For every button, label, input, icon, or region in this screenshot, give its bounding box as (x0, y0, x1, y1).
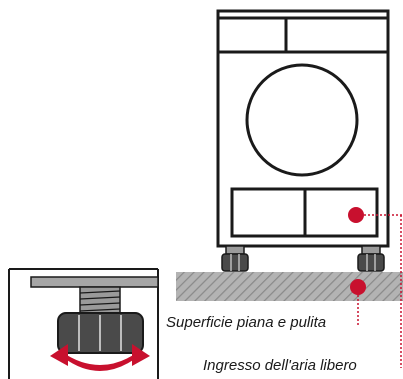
rotation-arrow-icon (50, 344, 150, 371)
dryer-foot-left (221, 245, 249, 272)
callout-dot-floor (350, 279, 366, 295)
threaded-rod (79, 286, 121, 314)
label-flat-clean-surface: Superficie piana e pulita (164, 314, 329, 332)
callout-dot-air-inlet (348, 207, 364, 223)
inset-base-plate (30, 276, 159, 288)
dryer-foot-right (357, 245, 385, 272)
foot-detail-inset (0, 268, 159, 379)
dryer-appliance (216, 9, 390, 248)
floor-surface (176, 272, 403, 301)
drum-door-icon (245, 63, 359, 177)
adjustment-nut (57, 312, 144, 354)
label-free-air-inlet: Ingresso dell'aria libero (201, 357, 359, 375)
